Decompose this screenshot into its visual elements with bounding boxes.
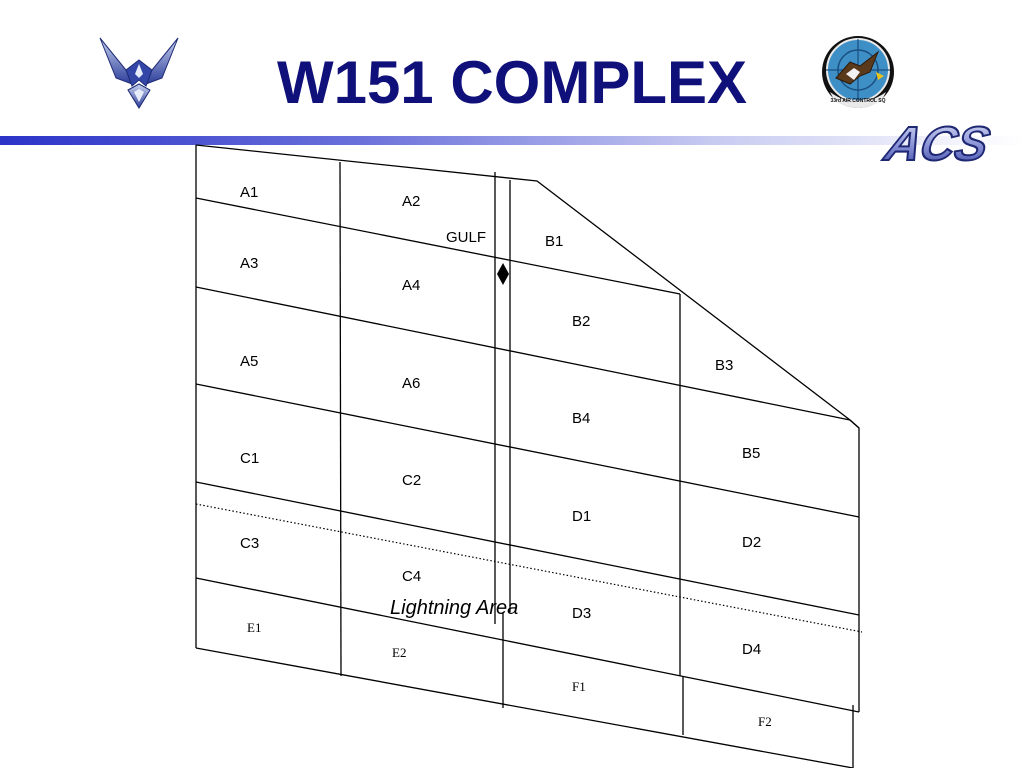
sector-divider [339, 161, 342, 677]
sector-line [195, 197, 681, 295]
sector-label-b1: B1 [545, 233, 563, 250]
sector-label-b4: B4 [572, 410, 590, 427]
sector-label-b2: B2 [572, 313, 590, 330]
acs-text: ACS [879, 118, 995, 170]
sector-label-f2: F2 [758, 714, 772, 729]
sector-label-b5: B5 [742, 445, 760, 462]
sector-line [195, 286, 851, 421]
lightning-area-label: Lightning Area [390, 597, 518, 619]
sector-line [195, 383, 860, 518]
gulf-label: GULF [446, 229, 486, 246]
lightning-area-boundary [195, 503, 863, 633]
sector-label-c4: C4 [402, 568, 421, 585]
sector-line [195, 577, 860, 713]
sector-label-c2: C2 [402, 472, 421, 489]
sector-label-a3: A3 [240, 255, 258, 272]
waypoint-diamond-icon [497, 263, 509, 285]
airspace-boundary [195, 144, 860, 712]
sector-label-f1: F1 [572, 679, 586, 694]
sector-line [195, 481, 860, 616]
sector-label-e1: E1 [247, 620, 261, 635]
sector-label-d2: D2 [742, 534, 761, 551]
patch-text: 33rd AIR CONTROL SQ [830, 98, 885, 104]
sector-label-a4: A4 [402, 277, 420, 294]
sector-label-d1: D1 [572, 508, 591, 525]
air-force-wings-icon [99, 37, 179, 109]
sector-label-a6: A6 [402, 375, 420, 392]
title-underline [0, 136, 1024, 145]
acs-logo-icon: ACS [878, 118, 996, 170]
sector-label-c3: C3 [240, 535, 259, 552]
sector-label-d3: D3 [572, 605, 591, 622]
sector-label-c1: C1 [240, 450, 259, 467]
sector-label-a5: A5 [240, 353, 258, 370]
sector-label-a1: A1 [240, 184, 258, 201]
page-title: W151 COMPLEX [276, 49, 748, 116]
sector-label-d4: D4 [742, 641, 761, 658]
sector-label-a2: A2 [402, 193, 420, 210]
boundary-bottom [195, 647, 854, 768]
sector-label-e2: E2 [392, 645, 406, 660]
squadron-patch-icon: 33rd AIR CONTROL SQ [822, 36, 894, 108]
sector-label-b3: B3 [715, 357, 733, 374]
